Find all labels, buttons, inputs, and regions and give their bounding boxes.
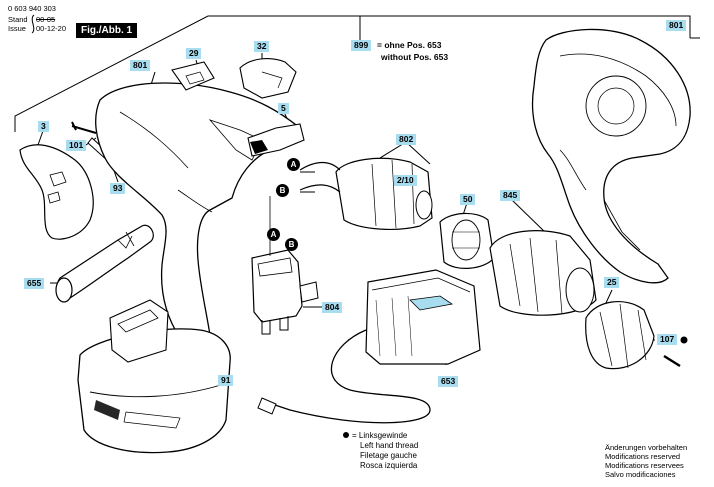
part-label: 801: [130, 60, 151, 71]
part-label: 25: [604, 277, 620, 288]
part-804-switch: [251, 249, 303, 323]
part-32-cap: [239, 58, 297, 99]
footer-line-3: Modifications reservees: [605, 461, 684, 470]
part-101-screw: [71, 121, 97, 134]
part-label: 101: [66, 140, 87, 151]
stand-label: Stand: [8, 15, 28, 24]
part-653-charger: [365, 269, 481, 365]
part-label: 802: [396, 134, 417, 145]
marker-a: A: [287, 158, 300, 171]
footer-line-2: Modifications reserved: [605, 452, 681, 461]
part-25-chuck: [585, 301, 655, 370]
part-801-housing-left: [95, 82, 302, 339]
part-label: 107: [657, 334, 678, 345]
legend-line-3: Filetage gauche: [360, 451, 417, 460]
note-line-2: without Pos. 653: [381, 52, 449, 62]
issue-bracket: [31, 14, 35, 34]
part-label: 29: [186, 48, 202, 59]
figure-label: Fig./Abb. 1: [76, 23, 138, 38]
part-label: 32: [254, 41, 270, 52]
part-number: 0 603 940 303: [8, 4, 56, 13]
part-label: 50: [460, 194, 476, 205]
part-label: 93: [110, 183, 126, 194]
issue-value: 00-12-20: [36, 24, 67, 33]
part-label: 2/10: [394, 175, 417, 186]
top-bracket-line: [14, 15, 691, 132]
part-801-housing-right: [531, 28, 691, 284]
note-code: 899: [351, 40, 372, 51]
part-802-motor: [335, 157, 433, 230]
marker-b: B: [285, 238, 298, 251]
part-label: 845: [500, 190, 521, 201]
legend-line-2: Left hand thread: [360, 441, 419, 450]
marker-a: A: [267, 228, 280, 241]
part-label: 91: [218, 375, 234, 386]
part-3-side-cover: [19, 144, 94, 240]
legend-line-4: Rosca izquierda: [360, 461, 418, 470]
footer-line-4: Salvo modificaciones: [605, 470, 676, 479]
part-label: 653: [438, 376, 459, 387]
stand-value: 00-05: [36, 15, 56, 24]
legend-line-1: = Linksgewinde: [352, 431, 408, 440]
note-line-1: = ohne Pos. 653: [377, 40, 442, 50]
issue-label: Issue: [8, 24, 26, 33]
part-label: 5: [278, 103, 289, 114]
part-label: 655: [24, 278, 45, 289]
footer-line-1: Änderungen vorbehalten: [605, 443, 688, 452]
marker-b: B: [276, 184, 289, 197]
charger-cord: [271, 329, 431, 424]
part-107-screw: [663, 354, 681, 368]
part-label: 3: [38, 121, 49, 132]
part-label: 801: [666, 20, 687, 31]
part-29-cap: [171, 61, 215, 91]
part-label: 804: [322, 302, 343, 313]
